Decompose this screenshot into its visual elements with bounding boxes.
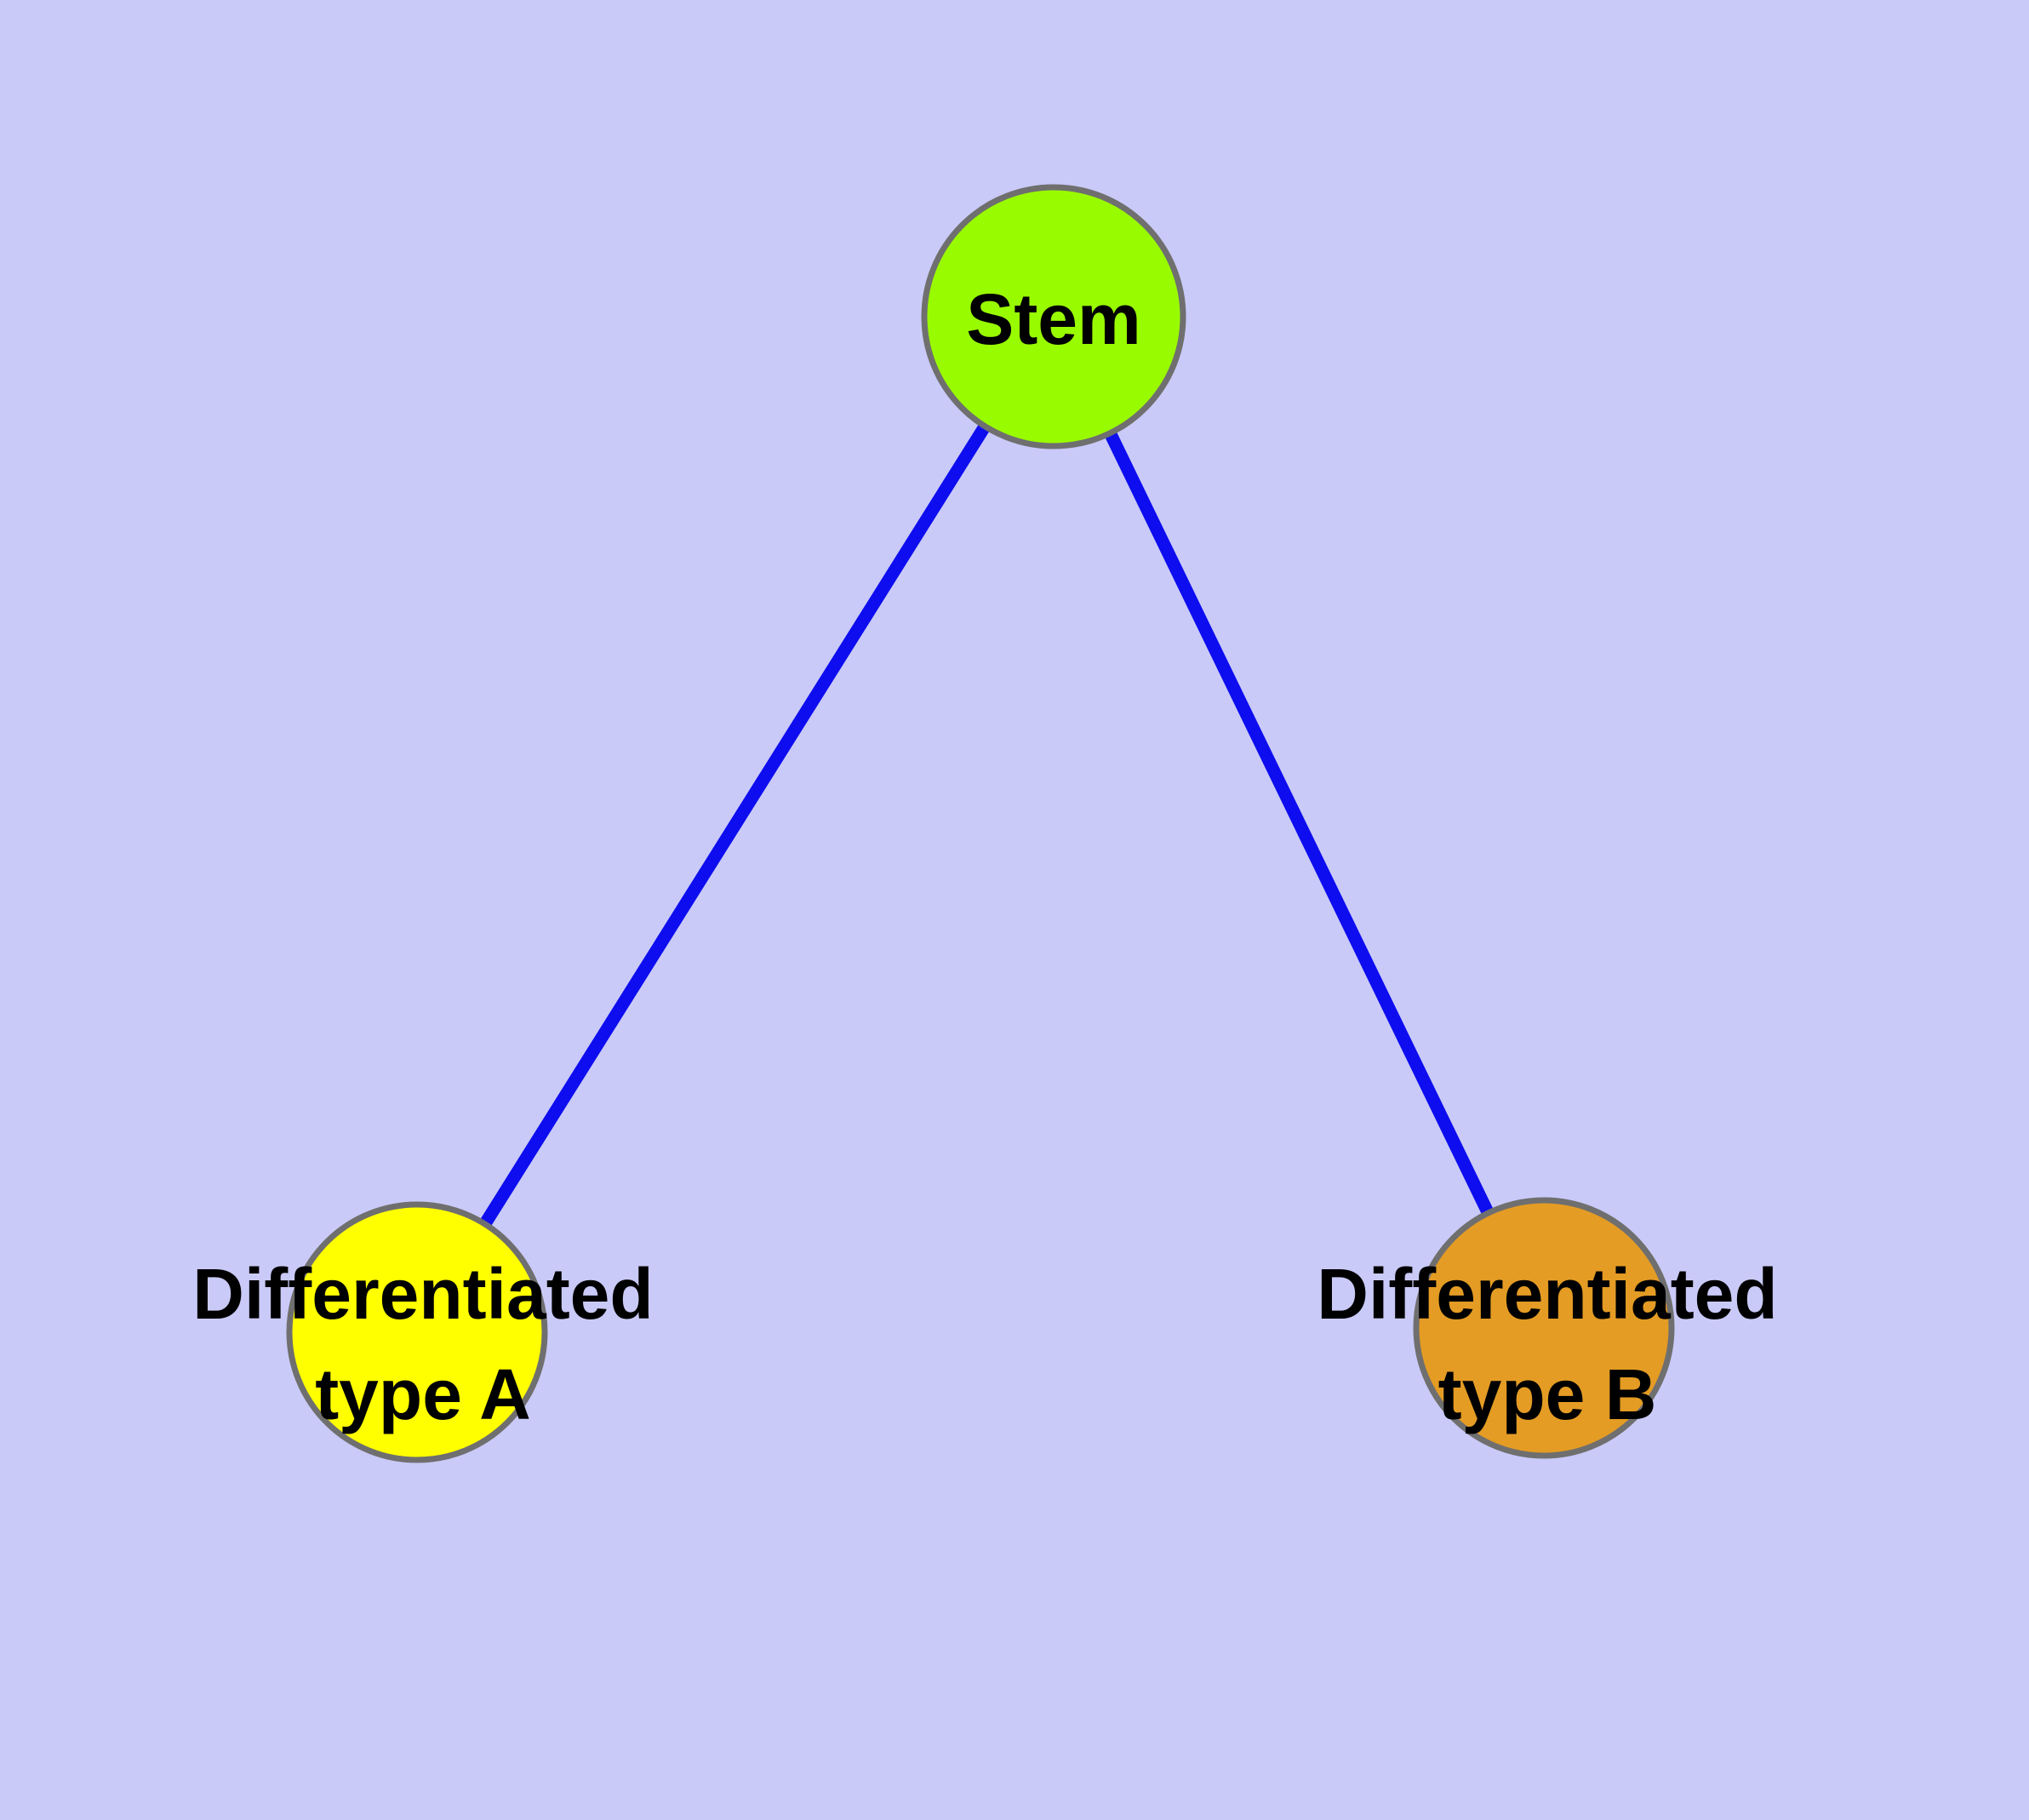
node-type-a-label-line1: Differentiated <box>192 1254 653 1334</box>
node-stem <box>921 184 1186 449</box>
node-differentiated-type-b <box>1413 1197 1675 1459</box>
edge-stem-to-type-b <box>1048 313 1550 1331</box>
node-differentiated-type-a <box>286 1201 548 1463</box>
node-type-b-label-line2: type B <box>1438 1354 1657 1434</box>
node-type-b-label-line1: Differentiated <box>1317 1254 1777 1334</box>
node-type-a-label-line2: type A <box>315 1354 531 1434</box>
node-stem-label: Stem <box>966 279 1140 359</box>
edge-stem-to-type-a <box>411 313 1060 1336</box>
